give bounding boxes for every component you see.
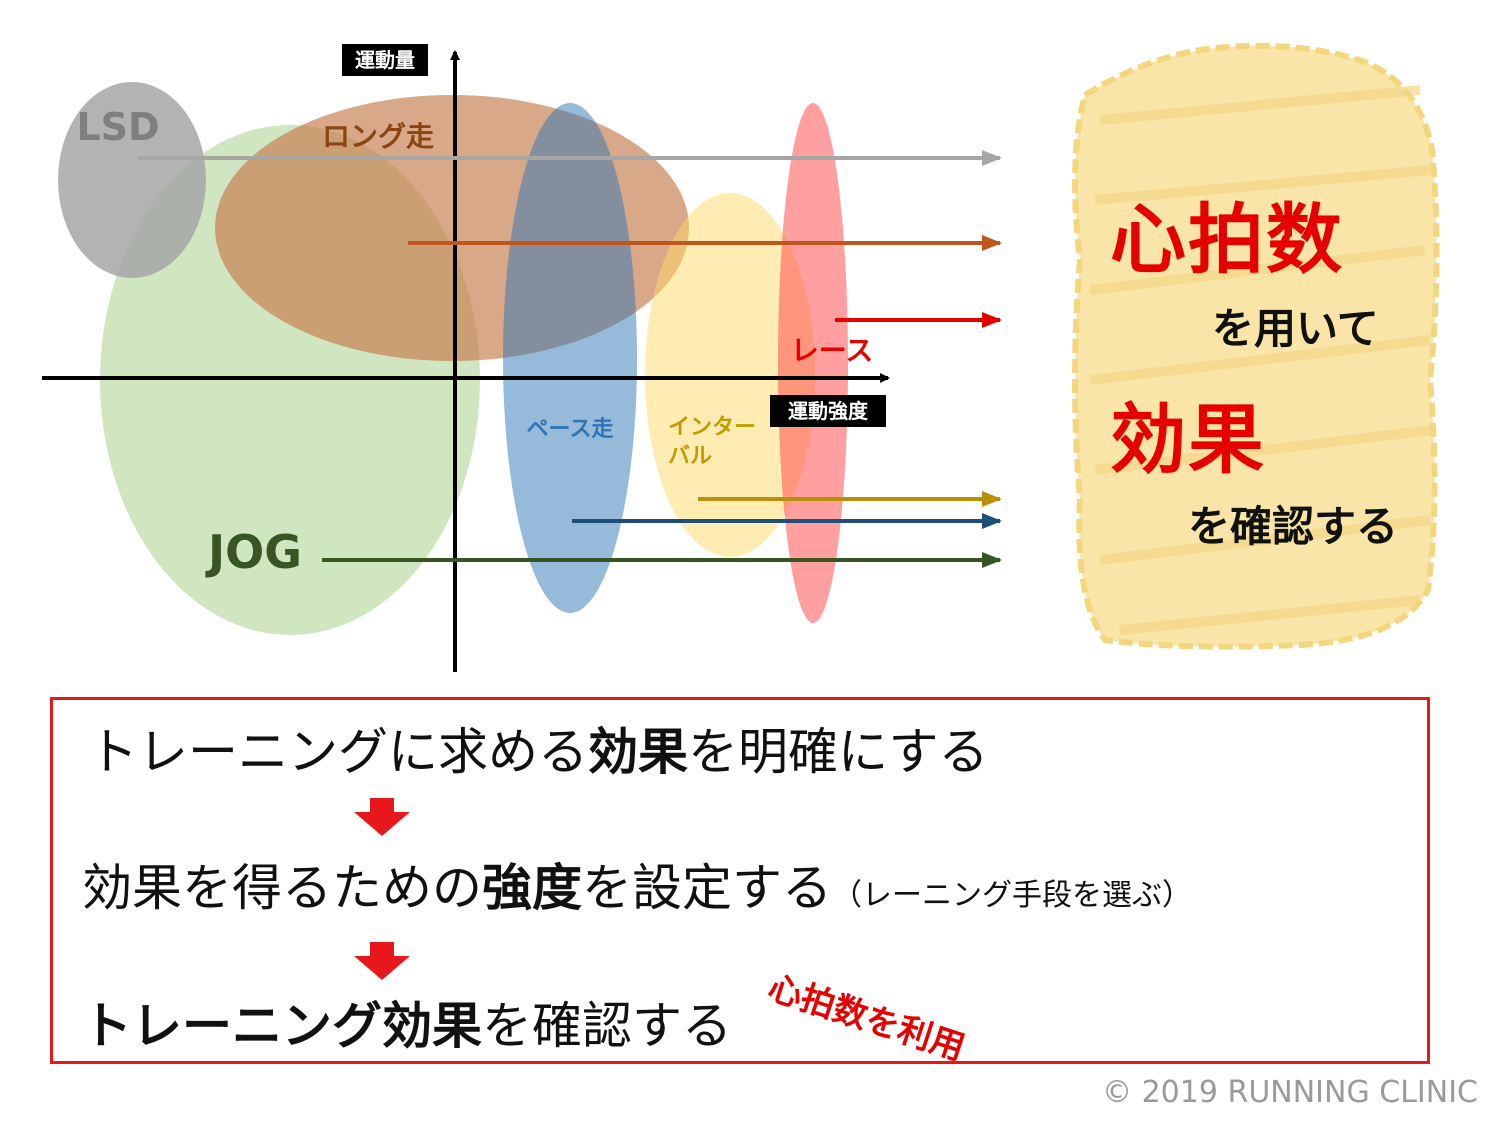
flow-step-2-emphasis: 強度	[482, 859, 582, 917]
lsd-label: LSD	[76, 105, 159, 149]
pace-run-zone	[503, 103, 637, 613]
y-axis-label: 運動量	[355, 48, 415, 72]
flow-step-2-note: （レーニング手段を選ぶ）	[832, 878, 1192, 913]
race-zone	[778, 103, 848, 623]
panel-using: を用いて	[1212, 304, 1379, 353]
panel-effect: 効果	[1110, 395, 1266, 484]
flow-box	[50, 697, 1430, 1064]
panel-confirm: を確認する	[1188, 502, 1399, 551]
interval-zone	[645, 193, 815, 557]
flow-step-3: トレーニング効果を確認する	[82, 986, 732, 1058]
panel-heart-rate: 心拍数	[1110, 195, 1344, 284]
x-axis-label-bg	[770, 395, 886, 427]
flow-step-1-pre: トレーニングに求める	[88, 723, 588, 781]
flow-step-3-emphasis: トレーニング効果	[82, 997, 482, 1055]
jog-label: JOG	[205, 525, 302, 579]
down-arrow-2	[354, 942, 410, 980]
long-run-label: ロング走	[322, 120, 434, 153]
lsd-zone	[58, 82, 206, 278]
interval-label-line1: インター	[668, 415, 756, 440]
down-arrow-1	[354, 798, 410, 836]
interval-label-line2: バル	[668, 444, 712, 469]
flow-step-3-post: を確認する	[482, 997, 732, 1055]
training-zone-diagram: 運動量 運動強度 LSD JOG ロング走 ペース走 インター バル レース	[42, 42, 1440, 672]
x-axis-label: 運動強度	[788, 399, 869, 423]
flow-step-1-post: を明確にする	[688, 723, 989, 781]
y-axis-label-bg	[342, 44, 428, 76]
flow-step-1: トレーニングに求める効果を明確にする	[88, 712, 989, 784]
flow-step-2: 効果を得るための強度を設定する（レーニング手段を選ぶ）	[82, 848, 1192, 920]
copyright: © 2019 RUNNING CLINIC	[1102, 1075, 1478, 1110]
panel-background	[1072, 42, 1440, 650]
flow-step-2-post: を設定する	[582, 859, 832, 917]
race-label: レース	[791, 334, 874, 367]
pace-run-label: ペース走	[527, 417, 614, 442]
flow-step-2-pre: 効果を得るための	[82, 859, 482, 917]
flow-step-1-emphasis: 効果	[588, 723, 688, 781]
